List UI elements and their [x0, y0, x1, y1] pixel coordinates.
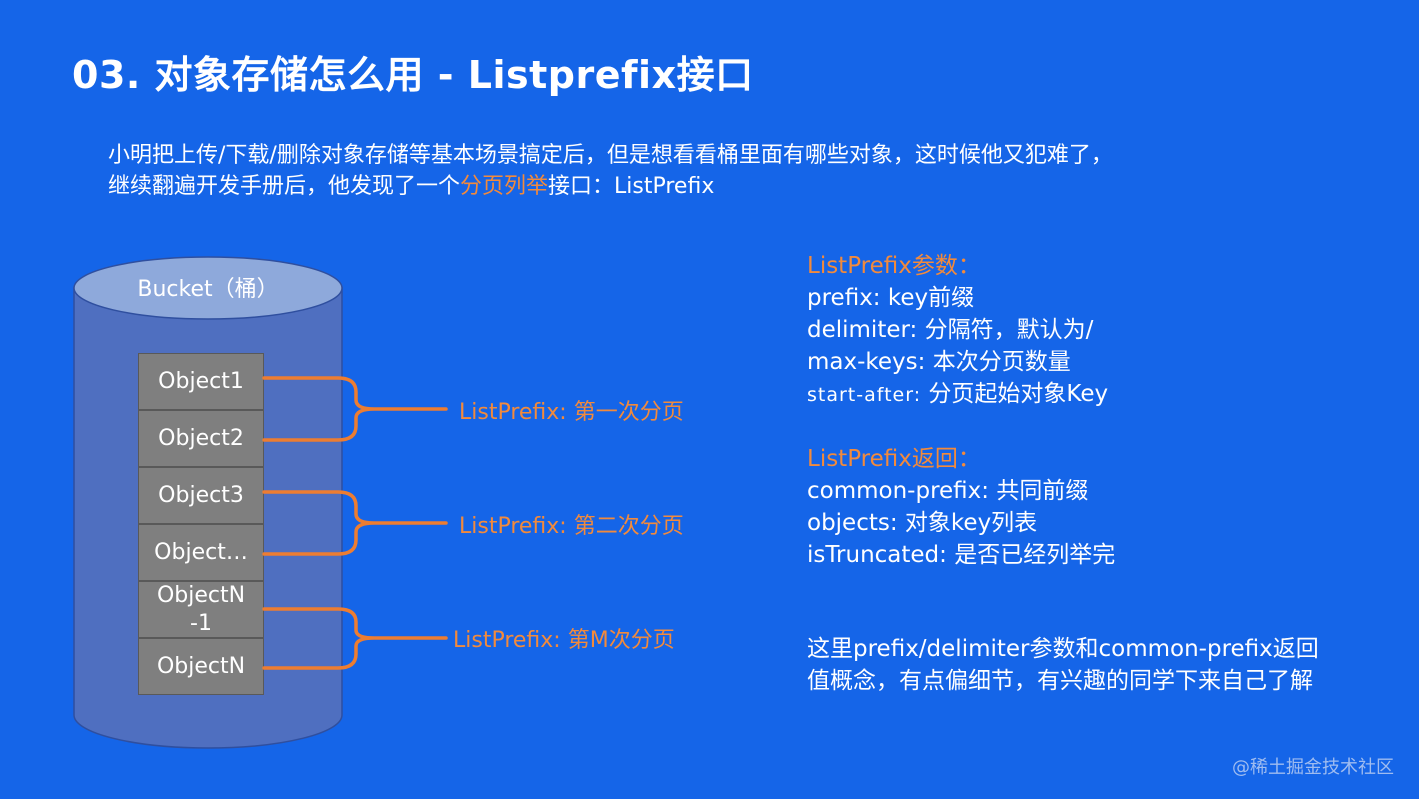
- return-desc: 是否已经列举完: [946, 542, 1116, 568]
- return-item: isTruncated: 是否已经列举完: [807, 539, 1115, 571]
- intro-highlight: 分页列举: [460, 174, 549, 199]
- page-label-1: ListPrefix: 第一次分页: [459, 400, 684, 425]
- bucket-label: Bucket（桶）: [137, 277, 279, 302]
- param-item: prefix: key前缀: [807, 282, 1115, 314]
- object-box: Object3: [138, 467, 264, 524]
- object-box: Object…: [138, 524, 264, 581]
- return-item: objects: 对象key列表: [807, 507, 1115, 539]
- intro-line-1: 小明把上传/下载/删除对象存储等基本场景搞定后，但是想看看桶里面有哪些对象，这时…: [108, 143, 1113, 168]
- watermark: @稀土掘金技术社区: [1232, 757, 1394, 778]
- param-desc: 本次分页数量: [925, 349, 1071, 375]
- bracket-page-m: [262, 607, 448, 670]
- param-item: delimiter: 分隔符，默认为/: [807, 314, 1115, 346]
- footnote-line-2: 值概念，有点偏细节，有兴趣的同学下来自己了解: [807, 668, 1313, 694]
- param-key: prefix:: [807, 285, 881, 311]
- params-heading: ListPrefix参数：: [807, 253, 981, 279]
- intro-line-2-after: 接口：ListPrefix: [548, 174, 715, 199]
- intro-line-2-before: 继续翻遍开发手册后，他发现了一个: [108, 174, 461, 199]
- param-item: max-keys: 本次分页数量: [807, 346, 1115, 378]
- bracket-page-1: [262, 376, 448, 442]
- page-label-2: ListPrefix: 第二次分页: [459, 514, 684, 539]
- intro-text: 小明把上传/下载/删除对象存储等基本场景搞定后，但是想看看桶里面有哪些对象，这时…: [108, 140, 1368, 202]
- param-key: start-after:: [807, 384, 922, 406]
- object-box: Object1: [138, 353, 264, 410]
- footnote: 这里prefix/delimiter参数和common-prefix返回 值概念…: [807, 633, 1319, 697]
- param-key: delimiter:: [807, 317, 918, 343]
- object-box: ObjectN -1: [138, 581, 264, 638]
- slide-title: 03. 对象存储怎么用 - Listprefix接口: [72, 53, 754, 97]
- returns-heading: ListPrefix返回：: [807, 446, 981, 472]
- object-box: Object2: [138, 410, 264, 467]
- page-label-m: ListPrefix: 第M次分页: [453, 628, 675, 653]
- object-box: ObjectN: [138, 638, 264, 695]
- param-desc: key前缀: [880, 285, 975, 311]
- footnote-line-1: 这里prefix/delimiter参数和common-prefix返回: [807, 636, 1319, 662]
- param-key: max-keys:: [807, 349, 926, 375]
- param-desc: 分隔符，默认为/: [917, 317, 1094, 343]
- param-item: start-after: 分页起始对象Key: [807, 378, 1115, 411]
- return-key: common-prefix:: [807, 478, 990, 504]
- param-desc: 分页起始对象Key: [921, 381, 1109, 407]
- return-key: objects:: [807, 510, 898, 536]
- intro-line-2: 继续翻遍开发手册后，他发现了一个分页列举接口：ListPrefix: [108, 171, 1368, 202]
- bracket-page-2: [262, 490, 448, 556]
- return-item: common-prefix: 共同前缀: [807, 475, 1115, 507]
- return-desc: 对象key列表: [897, 510, 1038, 536]
- params-panel: ListPrefix参数： prefix: key前缀 delimiter: 分…: [807, 250, 1115, 571]
- return-key: isTruncated:: [807, 542, 947, 568]
- return-desc: 共同前缀: [989, 478, 1089, 504]
